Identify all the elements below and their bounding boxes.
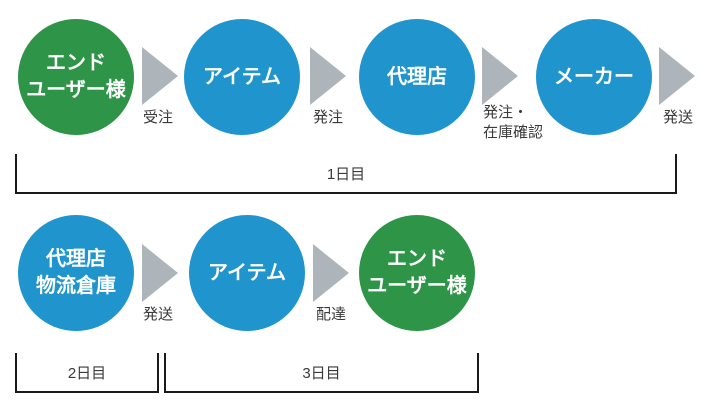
- day-label-1: 1日目: [326, 165, 366, 183]
- arrow-label-order-placed: 発注: [312, 109, 343, 126]
- node-item-delivery: アイテム: [189, 215, 305, 331]
- node-end-user-end: エンド ユーザー様: [359, 215, 475, 331]
- arrow-right-icon: [142, 47, 178, 105]
- arrow-right-icon: [142, 244, 178, 302]
- arrow-label-shipped: 発送: [662, 109, 693, 126]
- arrow-right-icon: [482, 47, 518, 105]
- arrow-label-order-received: 受注: [142, 109, 173, 126]
- node-maker: メーカー: [536, 19, 652, 135]
- arrow-right-icon: [310, 47, 346, 105]
- node-item-order: アイテム: [184, 19, 300, 135]
- day-label-2: 2日目: [67, 364, 107, 382]
- arrow-right-icon: [659, 47, 695, 105]
- node-end-user-start: エンド ユーザー様: [18, 19, 134, 135]
- arrow-label-shipped-2: 発送: [142, 306, 173, 323]
- arrow-right-icon: [313, 244, 349, 302]
- day-bracket-3: 3日目: [164, 353, 479, 393]
- day-label-3: 3日目: [302, 364, 341, 382]
- node-distributor-warehouse: 代理店 物流倉庫: [18, 215, 134, 331]
- node-distributor: 代理店: [359, 19, 475, 135]
- arrow-label-order-stock-check: 発注・ 在庫確認: [483, 104, 544, 141]
- day-bracket-2: 2日目: [15, 353, 159, 393]
- day-bracket-1: 1日目: [15, 154, 677, 194]
- arrow-label-delivered: 配達: [315, 306, 346, 323]
